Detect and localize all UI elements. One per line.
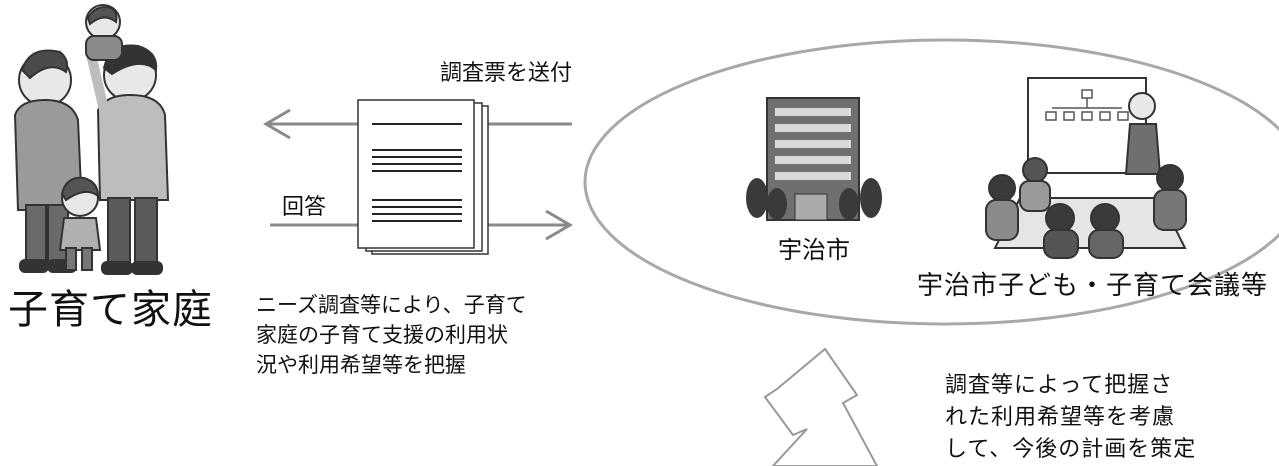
city-hall-building-icon: [746, 97, 882, 221]
survey-description: ニーズ調査等により、子育て 家庭の子育て支援の利用状 況や利用希望等を把握: [256, 293, 527, 377]
down-arrow-icon: [763, 347, 879, 466]
council-label: 宇治市子ども・子育て会議等: [917, 271, 1269, 301]
family-label: 子育て家庭: [8, 287, 213, 333]
council-meeting-illustration: [985, 77, 1187, 259]
send-survey-label: 調査票を送付: [440, 61, 573, 86]
plan-description: 調査等によって把握さ れた利用希望等を考慮 して、今後の計画を策定: [945, 373, 1197, 462]
family-illustration: [13, 4, 170, 275]
document-stack-icon: [357, 99, 489, 255]
city-label: 宇治市: [778, 236, 850, 264]
reply-label: 回答: [282, 195, 327, 220]
